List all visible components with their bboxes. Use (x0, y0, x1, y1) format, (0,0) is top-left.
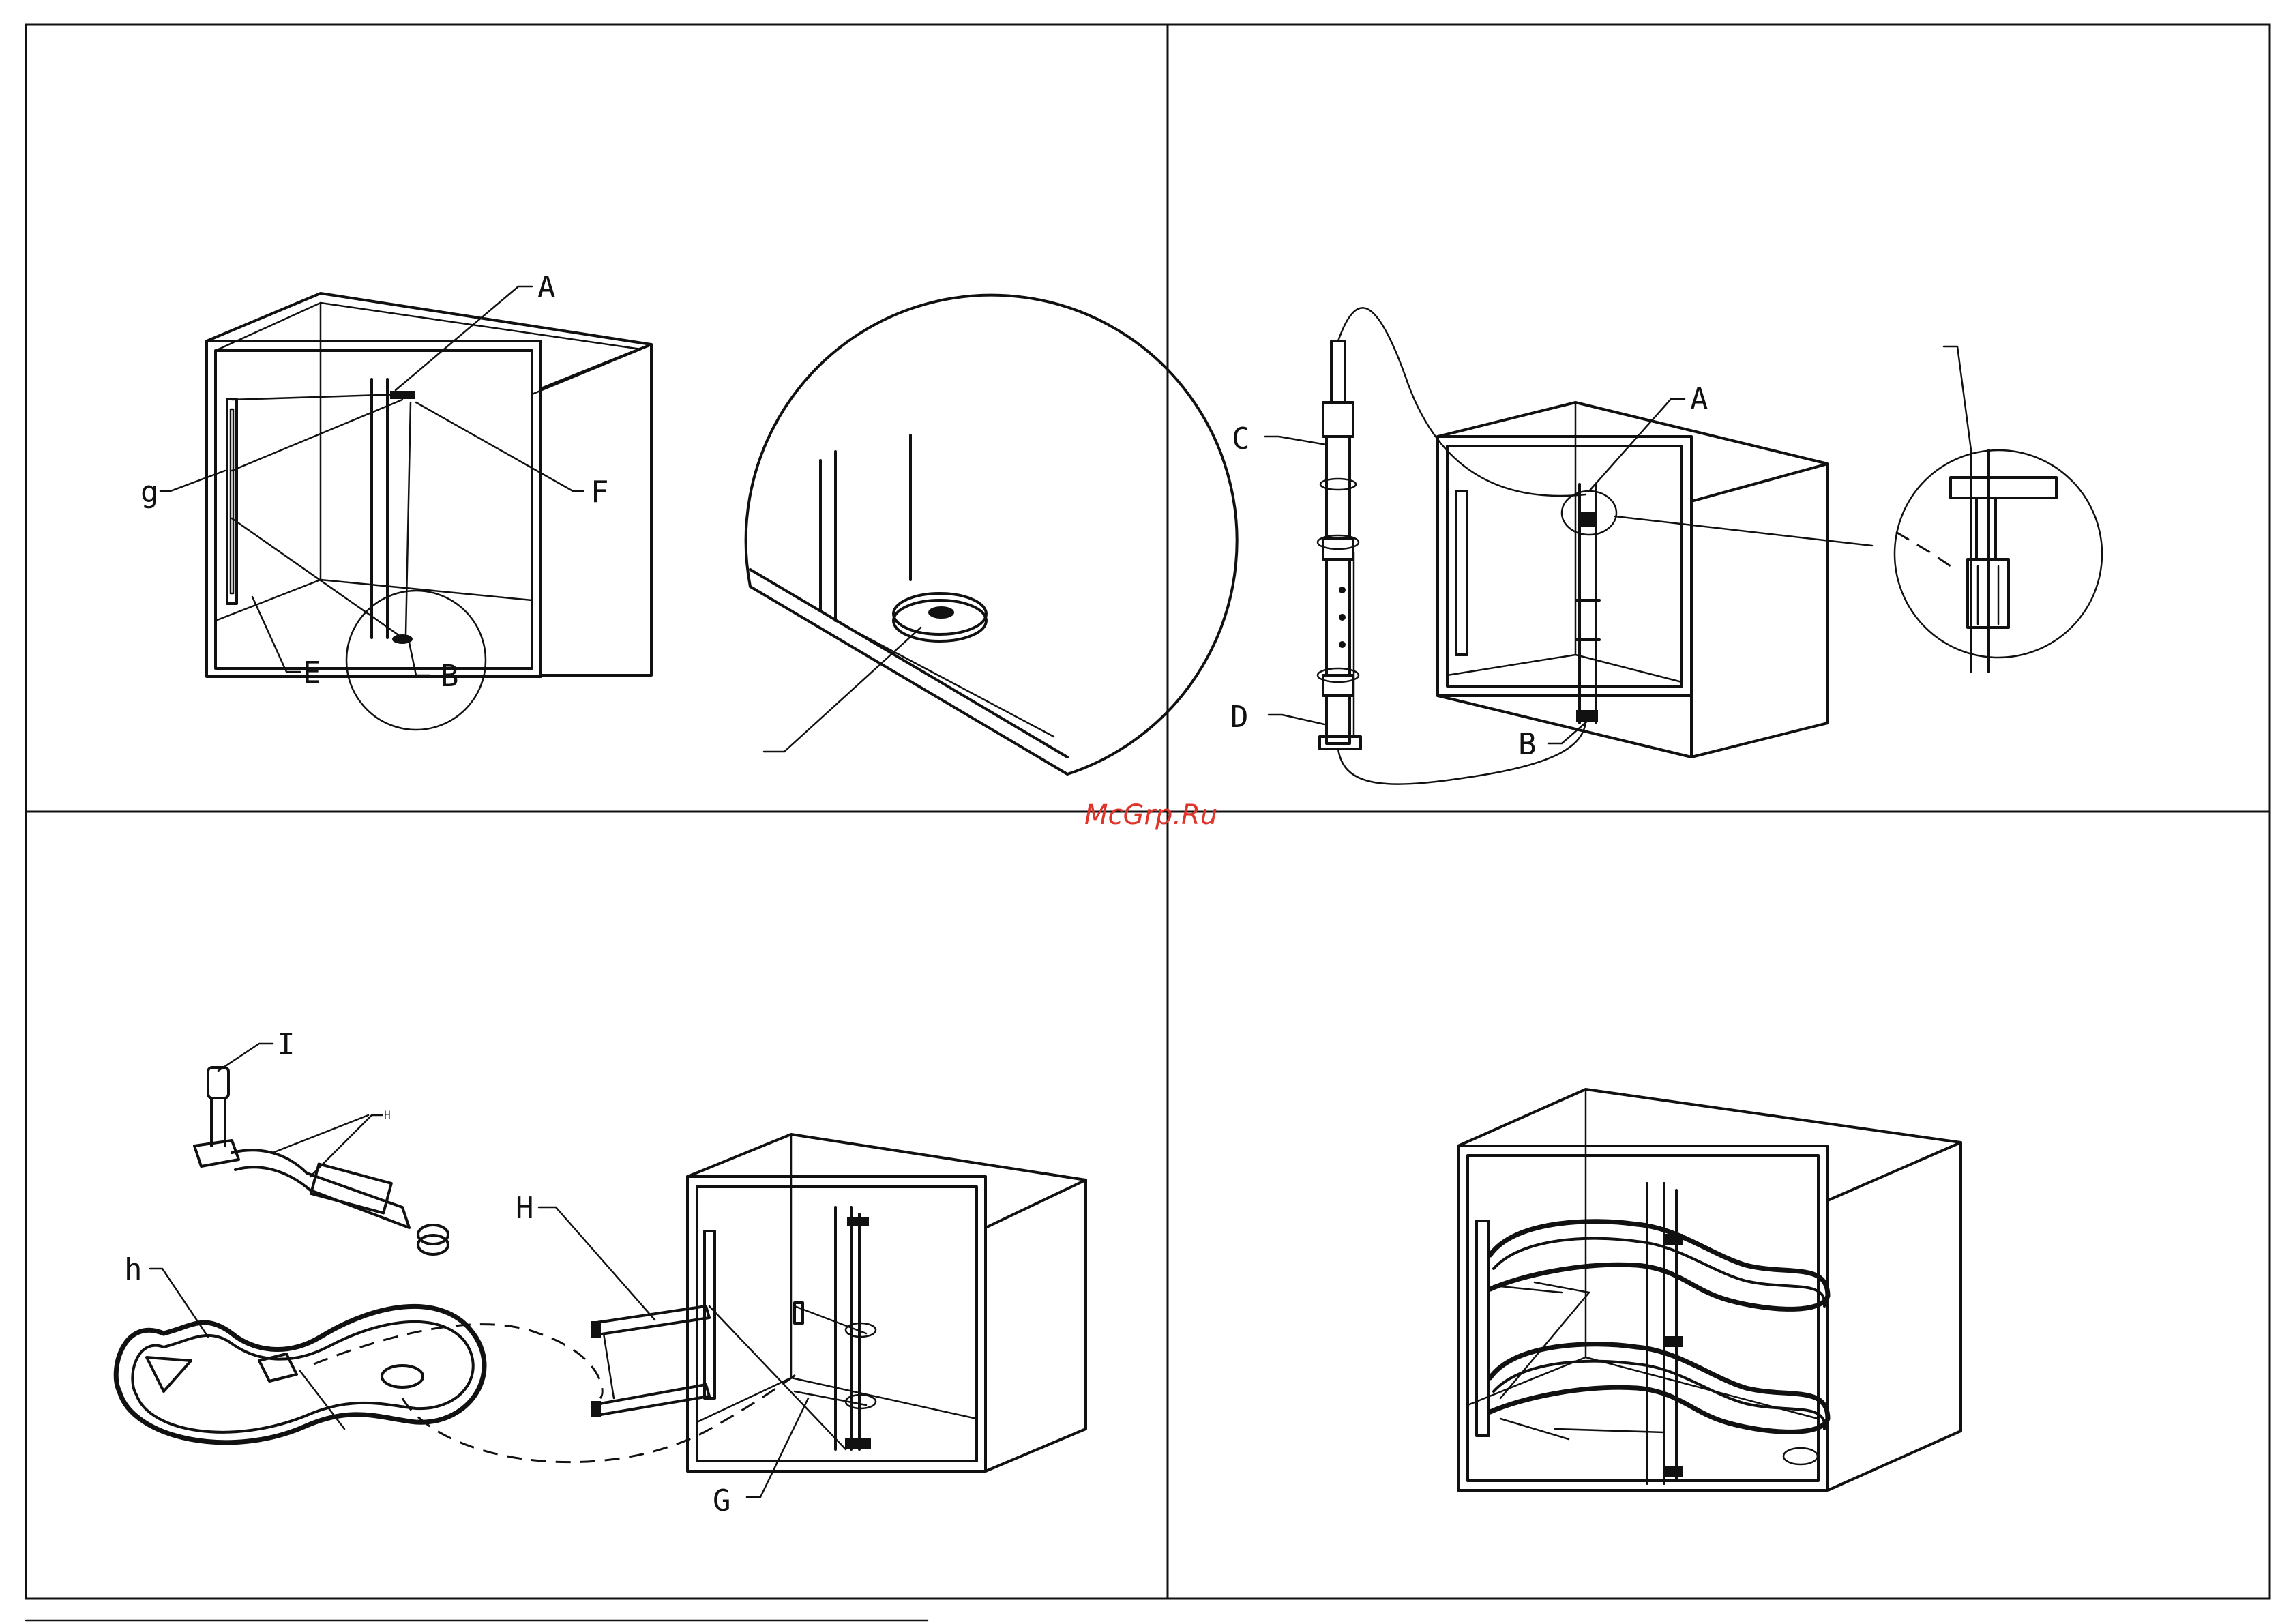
label-g-upper: G (713, 1483, 731, 1518)
basket-tray (116, 1306, 484, 1442)
zoom-detail-2 (1895, 346, 2102, 672)
label-e: E (303, 655, 321, 690)
watermark-text: McGrp.Ru (1084, 799, 1217, 831)
label-c: C (1232, 422, 1250, 456)
label-d: D (1230, 700, 1249, 735)
step1-panel: A F g E B (140, 270, 1237, 774)
arm-part (194, 1067, 448, 1254)
label-h-lower: h (124, 1252, 143, 1287)
finished-cabinet (1458, 1089, 1961, 1490)
label-h-small: H (384, 1108, 391, 1121)
cabinet-drawing-2 (1438, 402, 1872, 757)
step2-callouts (1265, 399, 1685, 743)
step2-panel: C A D B (1230, 308, 2102, 784)
cabinet-drawing (207, 293, 651, 730)
label-a: A (537, 270, 556, 305)
label-a-2: A (1690, 382, 1708, 417)
label-b-2: B (1518, 727, 1537, 762)
label-g: g (140, 475, 159, 510)
label-h: H (516, 1191, 534, 1226)
zoom-detail (746, 295, 1237, 774)
label-f: F (591, 475, 609, 510)
step3-panel: I H H h G (116, 1027, 1086, 1518)
label-b: B (441, 659, 459, 694)
pole-assembly (1318, 341, 1361, 749)
cabinet-drawing-3 (592, 1134, 1086, 1471)
step4-panel (1458, 1089, 1961, 1490)
label-i: I (277, 1027, 295, 1062)
